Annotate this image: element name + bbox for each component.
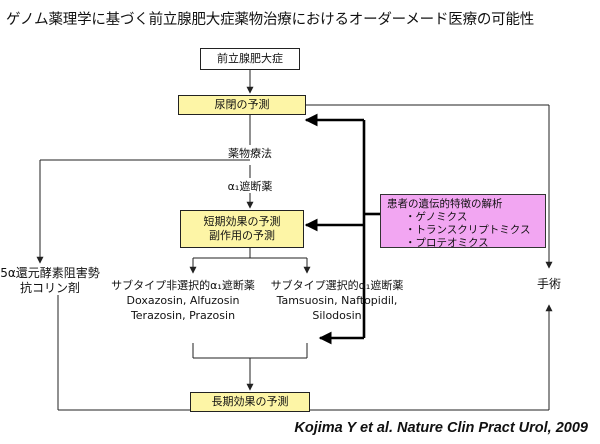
nonselective-title: サブタイプ非選択的α₁遮断薬 [111,279,255,292]
nonselective-drugs-2: Terazosin, Prazosin [130,309,236,322]
alpha-blocker-label: α₁遮断薬 [227,180,273,193]
selective-drugs-2: Silodosin [312,309,362,322]
genomics-item: ・ゲノミクス [405,211,468,223]
surgery-label: 手術 [536,277,561,291]
transcriptomics-item: ・トランスクリプトミクス [405,224,531,236]
short-term-prediction-node: 短期効果の予測 副作用の予測 [180,210,304,248]
anticholinergic-text: 抗コリン剤 [19,281,80,295]
proteomics-item: ・プロテオミクス [405,237,489,249]
drug-therapy-label: 薬物療法 [228,147,272,160]
page-title: ゲノム薬理学に基づく前立腺肥大症薬物治療におけるオーダーメード医療の可能性 [6,12,535,28]
selective-drugs-1: Tamsuosin, Naftopidil, [276,294,398,307]
genetic-analysis-box: 患者の遺伝的特徴の解析 ・ゲノミクス ・トランスクリプトミクス ・プロテオミクス [380,194,546,249]
long-term-prediction-node: 長期効果の予測 [190,392,310,412]
bph-node: 前立腺肥大症 [200,48,300,70]
five-ari-text: 5α還元酵素阻害勢 [0,266,100,280]
short-term-effect-text: 短期効果の予測 [203,215,281,228]
side-effect-text: 副作用の予測 [209,229,275,242]
citation: Kojima Y et al. Nature Clin Pract Urol, … [294,420,588,436]
selective-blocker-group: サブタイプ選択的α₁遮断薬 Tamsuosin, Naftopidil, Sil… [262,278,412,323]
selective-title: サブタイプ選択的α₁遮断薬 [270,279,404,292]
genetic-analysis-title: 患者の遺伝的特徴の解析 [387,198,503,210]
five-ari-anticholinergic-group: 5α還元酵素阻害勢 抗コリン剤 [0,266,100,296]
nonselective-blocker-group: サブタイプ非選択的α₁遮断薬 Doxazosin, Alfuzosin Tera… [100,278,266,323]
nonselective-drugs-1: Doxazosin, Alfuzosin [126,294,240,307]
retention-prediction-node: 尿閉の予測 [178,95,306,115]
